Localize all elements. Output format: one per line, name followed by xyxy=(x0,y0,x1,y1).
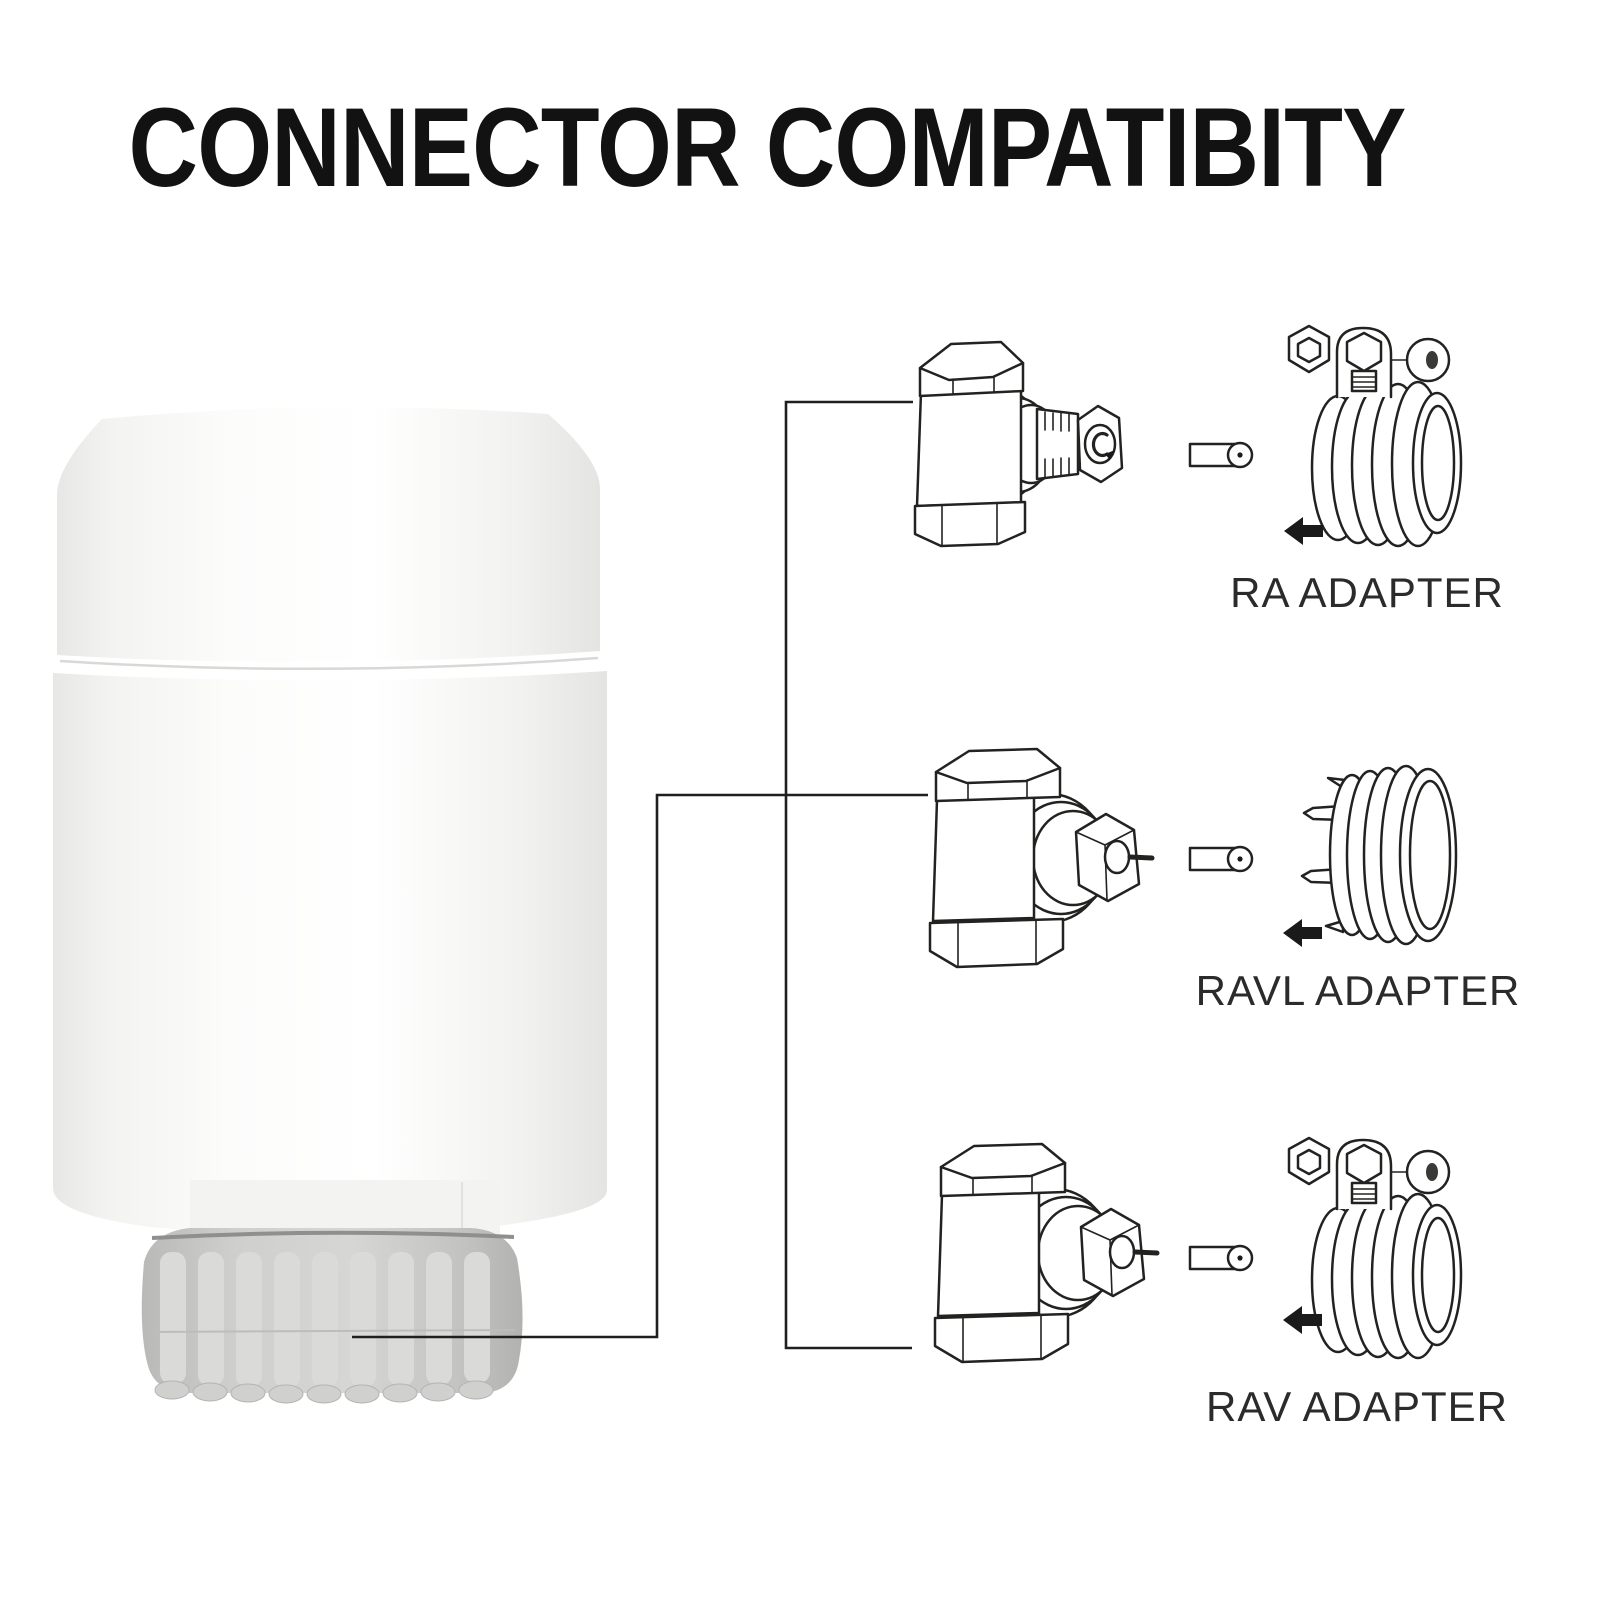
ravl-arrow-left-icon xyxy=(1283,919,1322,947)
rav-adapter-label: RAV ADAPTER xyxy=(1206,1383,1508,1430)
ra-valve-illustration xyxy=(913,340,1124,548)
connector-lines xyxy=(352,400,928,1350)
line-ring-to-ravl-valve xyxy=(352,793,928,1339)
ravl-pin-illustration xyxy=(1188,845,1254,873)
ring-nut-scallops xyxy=(154,1380,494,1404)
ring-nut-top-seam xyxy=(151,1230,515,1240)
line-ra-to-rav-valve xyxy=(784,400,913,1350)
ravl-valve-illustration xyxy=(930,749,1152,967)
rav-pin-illustration xyxy=(1188,1244,1254,1272)
thermostat-actuator-illustration xyxy=(53,407,607,1404)
ravl-adapter-illustration xyxy=(1300,764,1458,946)
actuator-seam xyxy=(59,656,599,671)
ra-adapter-label: RA ADAPTER xyxy=(1230,569,1504,616)
ravl-adapter-label: RAVL ADAPTER xyxy=(1195,967,1521,1014)
page-title: CONNECTOR COMPATIBITY xyxy=(128,85,1407,210)
actuator-body xyxy=(53,671,607,1235)
ring-nut-mid-line xyxy=(149,1329,516,1333)
ra-pin-illustration xyxy=(1188,441,1254,469)
rav-valve-illustration xyxy=(935,1144,1157,1362)
actuator-cap xyxy=(57,407,600,663)
ra-arrow-left-icon xyxy=(1284,517,1323,545)
ring-nut-flutes xyxy=(160,1252,490,1388)
ra-adapter-illustration xyxy=(1287,324,1463,548)
